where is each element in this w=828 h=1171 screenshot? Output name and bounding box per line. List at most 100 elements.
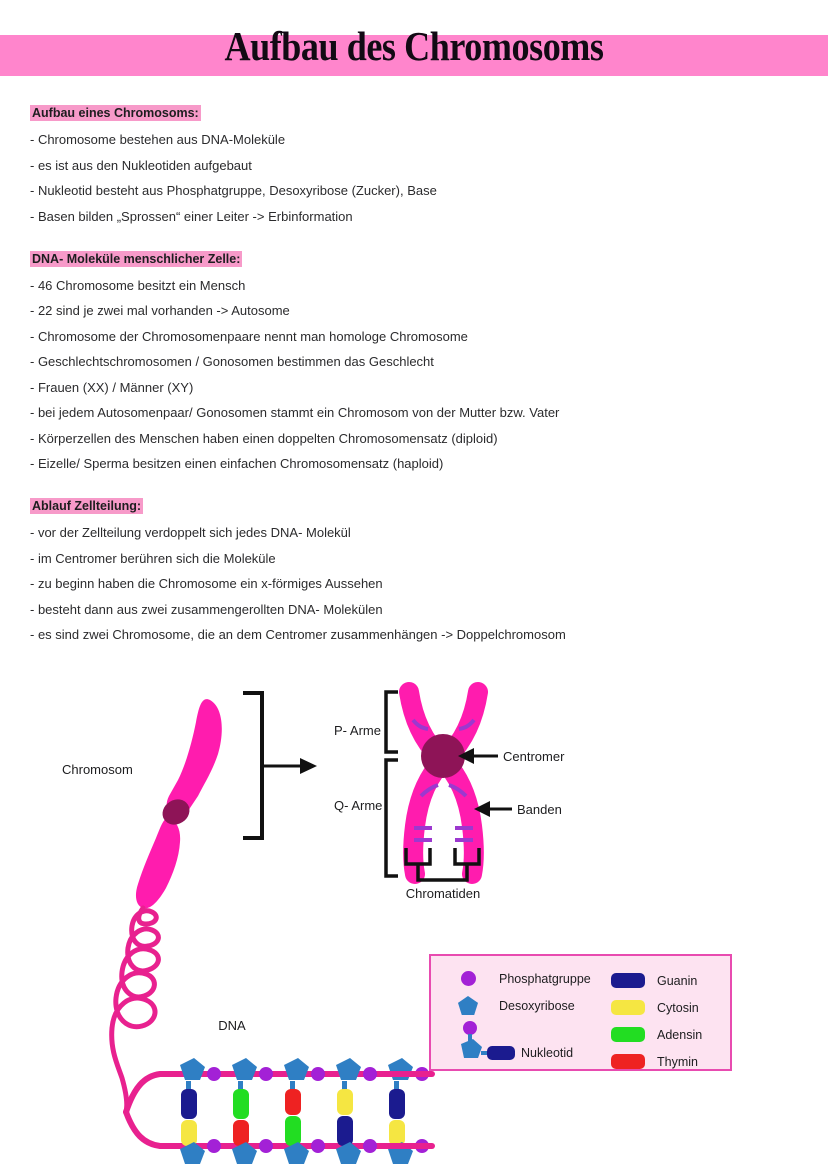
label-chromosom: Chromosom xyxy=(62,762,133,777)
section-heading: DNA- Moleküle menschlicher Zelle: xyxy=(30,250,243,267)
base-thymin xyxy=(285,1089,301,1115)
base-adensin xyxy=(285,1116,301,1146)
list-item: - Nukleotid besteht aus Phosphatgruppe, … xyxy=(30,183,437,198)
legend-item-nukleotid: Nukleotid xyxy=(453,1020,603,1066)
arrow-head xyxy=(458,748,474,764)
list-item: - im Centromer berühren sich die Molekül… xyxy=(30,550,276,566)
legend-item: Guanin xyxy=(611,968,731,993)
chromatid-lower-arm xyxy=(135,817,181,909)
transition-bracket-arrow xyxy=(243,691,317,840)
list-item: - 46 Chromosome besitzt ein Mensch xyxy=(30,277,246,293)
phosphatgruppe-icon xyxy=(259,1067,273,1081)
chromatiden-bracket xyxy=(404,848,481,882)
desoxyribose-icon xyxy=(453,996,499,1015)
section-ablauf-zellteilung: Ablauf Zellteilung: - vor der Zellteilun… xyxy=(30,497,670,642)
list-item: - bei jedem Autosomenpaar/ Gonosomen sta… xyxy=(30,405,560,420)
dna-ladder-figure xyxy=(123,1058,435,1164)
legend-label: Cytosin xyxy=(657,1000,699,1015)
desoxyribose-icon xyxy=(336,1142,361,1164)
label-centromer: Centromer xyxy=(503,749,565,764)
coiled-dna-strand xyxy=(109,905,161,1115)
p-arme-bracket xyxy=(384,690,398,754)
label-dna: DNA xyxy=(218,1018,246,1033)
centromere-right xyxy=(421,734,465,778)
phosphatgruppe-icon xyxy=(259,1139,273,1153)
legend-box: Phosphatgruppe Desoxyribose Nukleotid G xyxy=(429,954,732,1071)
list-item: - vor der Zellteilung verdoppelt sich je… xyxy=(30,525,351,540)
legend-item: Desoxyribose xyxy=(453,993,603,1018)
nucleotide-pair xyxy=(336,1058,377,1164)
list-item: - Geschlechtschromosomen / Gonosomen bes… xyxy=(30,354,434,369)
list-item: - Körperzellen des Menschen haben einen … xyxy=(30,430,498,446)
list-item: - es sind zwei Chromosome, die an dem Ce… xyxy=(30,627,566,642)
phosphatgruppe-icon xyxy=(311,1067,325,1081)
title-highlight-band xyxy=(0,35,828,76)
base-cytosin xyxy=(337,1089,353,1115)
phosphatgruppe-icon xyxy=(207,1067,221,1081)
legend-label: Thymin xyxy=(657,1054,698,1069)
legend-label: Nukleotid xyxy=(521,1046,574,1060)
legend-item: Adensin xyxy=(611,1022,731,1047)
nucleotide-pair xyxy=(232,1058,273,1164)
desoxyribose-icon xyxy=(232,1142,257,1164)
desoxyribose-icon xyxy=(284,1142,309,1164)
list-item: - Frauen (XX) / Männer (XY) xyxy=(30,379,194,395)
base-cytosin xyxy=(389,1120,405,1146)
centromere-left xyxy=(162,799,190,825)
list-item: - 22 sind je zwei mal vorhanden -> Autos… xyxy=(30,303,290,318)
arrow-head xyxy=(474,801,490,817)
desoxyribose-icon xyxy=(336,1058,361,1080)
list-item: - Basen bilden „Sprossen“ einer Leiter -… xyxy=(30,208,353,224)
legend-item: Phosphatgruppe xyxy=(453,966,603,991)
desoxyribose-icon xyxy=(232,1058,257,1080)
label-p-arme: P- Arme xyxy=(334,723,381,738)
nucleotide-pair xyxy=(284,1058,325,1164)
arrow-head xyxy=(300,758,317,774)
guanin-swatch xyxy=(611,973,657,988)
backbone-bottom xyxy=(123,1109,383,1149)
list-item: - Chromosome bestehen aus DNA-Moleküle xyxy=(30,132,286,147)
legend-item: Thymin xyxy=(611,1049,731,1074)
phosphatgruppe-icon xyxy=(207,1139,221,1153)
legend-label: Desoxyribose xyxy=(499,998,575,1013)
base-guanin xyxy=(181,1089,197,1119)
legend-column-bases: Guanin Cytosin Adensin Thymin xyxy=(611,968,731,1076)
legend-label: Guanin xyxy=(657,973,698,988)
legend-column-molecules: Phosphatgruppe Desoxyribose Nukleotid xyxy=(453,966,603,1066)
base-thymin xyxy=(233,1120,249,1146)
legend-label: Adensin xyxy=(657,1027,703,1042)
section-heading: Aufbau eines Chromosoms: xyxy=(30,105,201,121)
label-chromatiden: Chromatiden xyxy=(406,886,480,901)
list-item: - zu beginn haben die Chromosome ein x-f… xyxy=(30,576,383,591)
backbone-top xyxy=(123,1071,383,1115)
single-chromosome-figure: Chromosom xyxy=(62,699,222,1115)
chromosome-bands xyxy=(411,718,476,842)
section-dna-molekuele: DNA- Moleküle menschlicher Zelle: - 46 C… xyxy=(30,250,670,471)
phosphatgruppe-icon xyxy=(311,1139,325,1153)
base-adensin xyxy=(233,1089,249,1119)
x-chromosome-figure xyxy=(399,682,488,884)
legend-label: Phosphatgruppe xyxy=(499,971,591,986)
desoxyribose-icon xyxy=(180,1058,205,1080)
list-item: - Eizelle/ Sperma besitzen einen einfach… xyxy=(30,456,444,471)
centromer-pointer xyxy=(458,748,498,764)
legend-item: Cytosin xyxy=(611,995,731,1020)
cytosin-swatch xyxy=(611,1000,657,1015)
notes-body: Aufbau eines Chromosoms: - Chromosome be… xyxy=(30,104,670,642)
phosphatgruppe-icon xyxy=(453,971,499,986)
nukleotid-icon xyxy=(461,1021,515,1060)
phosphatgruppe-icon xyxy=(363,1139,377,1153)
list-item: - es ist aus den Nukleotiden aufgebaut xyxy=(30,157,252,173)
section-aufbau: Aufbau eines Chromosoms: - Chromosome be… xyxy=(30,104,670,224)
page-title: Aufbau des Chromosoms xyxy=(224,23,604,69)
base-guanin xyxy=(337,1116,353,1146)
nucleotide-pair xyxy=(180,1058,221,1164)
list-item: - besteht dann aus zwei zusammengerollte… xyxy=(30,601,383,617)
list-item: - Chromosome der Chromosomenpaare nennt … xyxy=(30,328,468,344)
chromatid-upper-arm xyxy=(166,699,222,818)
banden-pointer xyxy=(474,801,512,817)
thymin-swatch xyxy=(611,1054,657,1069)
chromosome-diagram: Chromosom P- Arme Q- Arme xyxy=(0,668,828,1171)
adensin-swatch xyxy=(611,1027,657,1042)
section-heading: Ablauf Zellteilung: xyxy=(30,498,144,514)
